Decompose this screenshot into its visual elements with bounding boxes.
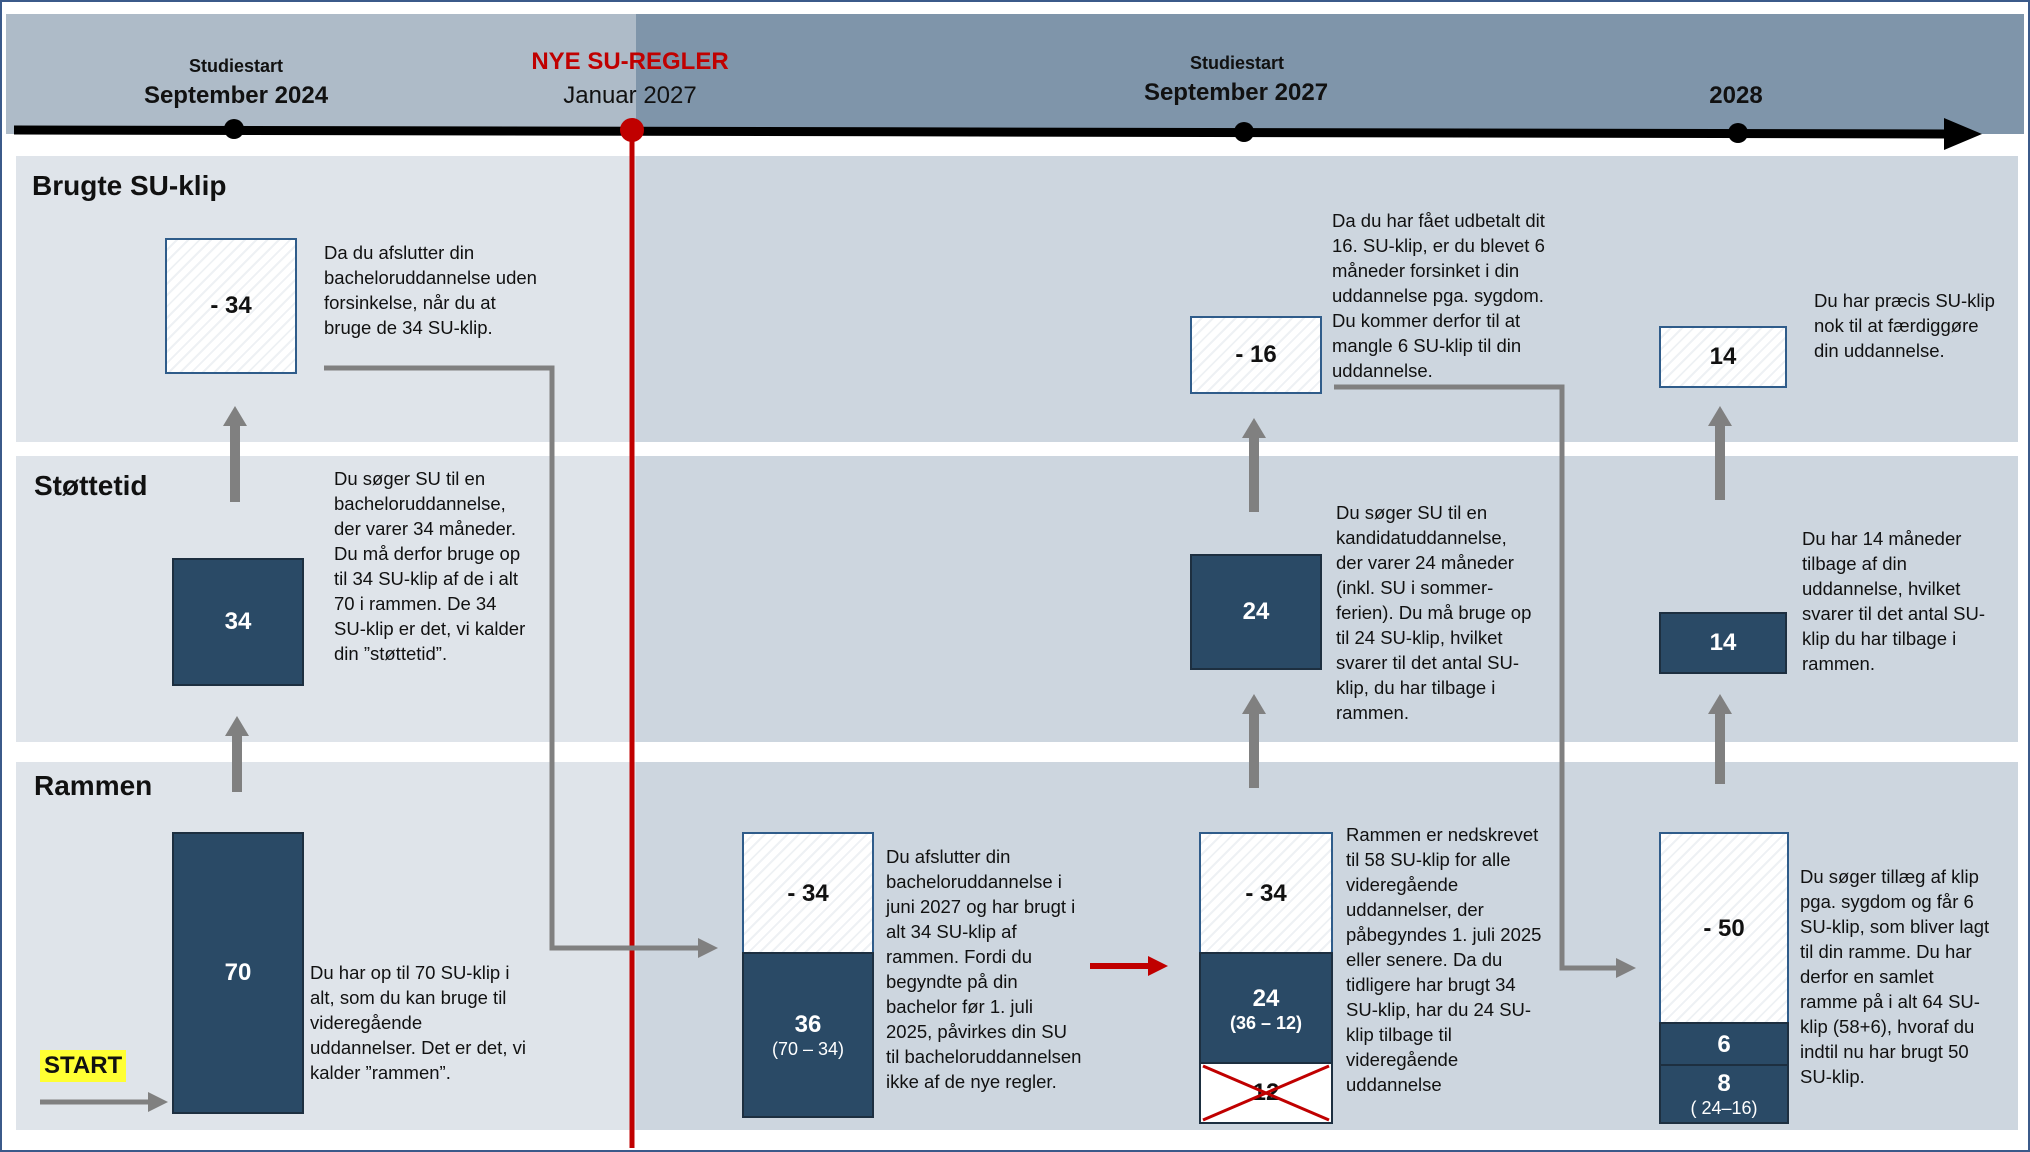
text-rammen-3: Rammen er nedskrevet til 58 SU-klip for … [1346, 824, 1542, 1095]
box-rammen-2-used: - 34 [742, 832, 874, 956]
text-rammen-4: Du søger tillæg af klip pga. sygdom og f… [1800, 866, 1990, 1087]
box-rammen-4-remaining: 8 ( 24–16) [1659, 1064, 1789, 1124]
text-stottetid-3: Du søger SU til en kandidatuddannelse, d… [1336, 502, 1532, 723]
box-rammen-4-remaining-value: 8 [1717, 1069, 1731, 1097]
box-brugte-4: 14 [1659, 326, 1787, 388]
flow-connectors [40, 365, 1618, 1105]
text-brugte-3: Da du har fået udbetalt dit 16. SU-klip,… [1332, 210, 1545, 381]
text-brugte-4: Du har præcis SU-klip nok til at færdigg… [1814, 290, 1995, 361]
box-brugte-3: - 16 [1190, 316, 1322, 394]
milestone-3-small: Studiestart [1189, 53, 1285, 73]
box-rammen-4-added: 6 [1659, 1022, 1789, 1068]
band-brugte-left [16, 156, 636, 442]
band-stottetid-left [16, 456, 636, 742]
box-rammen-2-remaining: 36 (70 – 34) [742, 952, 874, 1118]
text-stottetid-4: Du har 14 måneder tilbage af din uddanne… [1802, 528, 1986, 674]
band-stottetid-right [636, 456, 2018, 742]
box-rammen-2-remaining-calc: (70 – 34) [771, 1038, 845, 1059]
box-rammen-3-used: - 34 [1199, 832, 1333, 956]
text-brugte-1: Da du afslutter din bacheloruddannelse u… [324, 242, 537, 338]
section-title-stottetid: Støttetid [34, 470, 148, 501]
text-stottetid-1: Du søger SU til en bacheloruddannelse, d… [334, 468, 526, 664]
up-arrows [223, 406, 1732, 792]
box-rammen-3-crossed: 12 [1199, 1062, 1333, 1124]
box-rammen-3-remaining: 24 (36 – 12) [1199, 952, 1333, 1066]
milestone-3-date: September 2027 [1143, 79, 1329, 106]
section-title-brugte: Brugte SU-klip [32, 170, 227, 201]
timeline-axis [13, 118, 1982, 150]
start-label: START [40, 1050, 127, 1082]
timeline-header-left [6, 14, 636, 134]
timeline-header-right [636, 14, 2024, 134]
text-rammen-1: Du har op til 70 SU-klip i alt, som du k… [310, 962, 526, 1083]
box-brugte-1: - 34 [165, 238, 297, 374]
cross-out-icon [1202, 1064, 1330, 1122]
box-rammen-1: 70 [172, 832, 304, 1114]
milestone-1-date: September 2024 [143, 82, 329, 109]
band-brugte-right [636, 156, 2018, 442]
milestone-new-rules-label: NYE SU-REGLER [531, 48, 729, 75]
box-rammen-3-remaining-calc: (36 – 12) [1229, 1012, 1303, 1033]
box-rammen-4-remaining-calc: ( 24–16) [1690, 1097, 1758, 1118]
milestone-4-date: 2028 [1709, 82, 1763, 109]
box-stottetid-1: 34 [172, 558, 304, 686]
box-rammen-2-remaining-value: 36 [794, 1010, 822, 1038]
milestone-2-date: Januar 2027 [563, 82, 697, 109]
box-stottetid-4: 14 [1659, 612, 1787, 674]
box-rammen-3-remaining-value: 24 [1252, 984, 1280, 1012]
text-rammen-2: Du afslutter din bacheloruddannelse i ju… [886, 846, 1082, 1092]
box-rammen-4-used: - 50 [1659, 832, 1789, 1026]
milestone-1-small: Studiestart [188, 56, 284, 76]
section-title-rammen: Rammen [34, 770, 153, 801]
box-stottetid-3: 24 [1190, 554, 1322, 670]
